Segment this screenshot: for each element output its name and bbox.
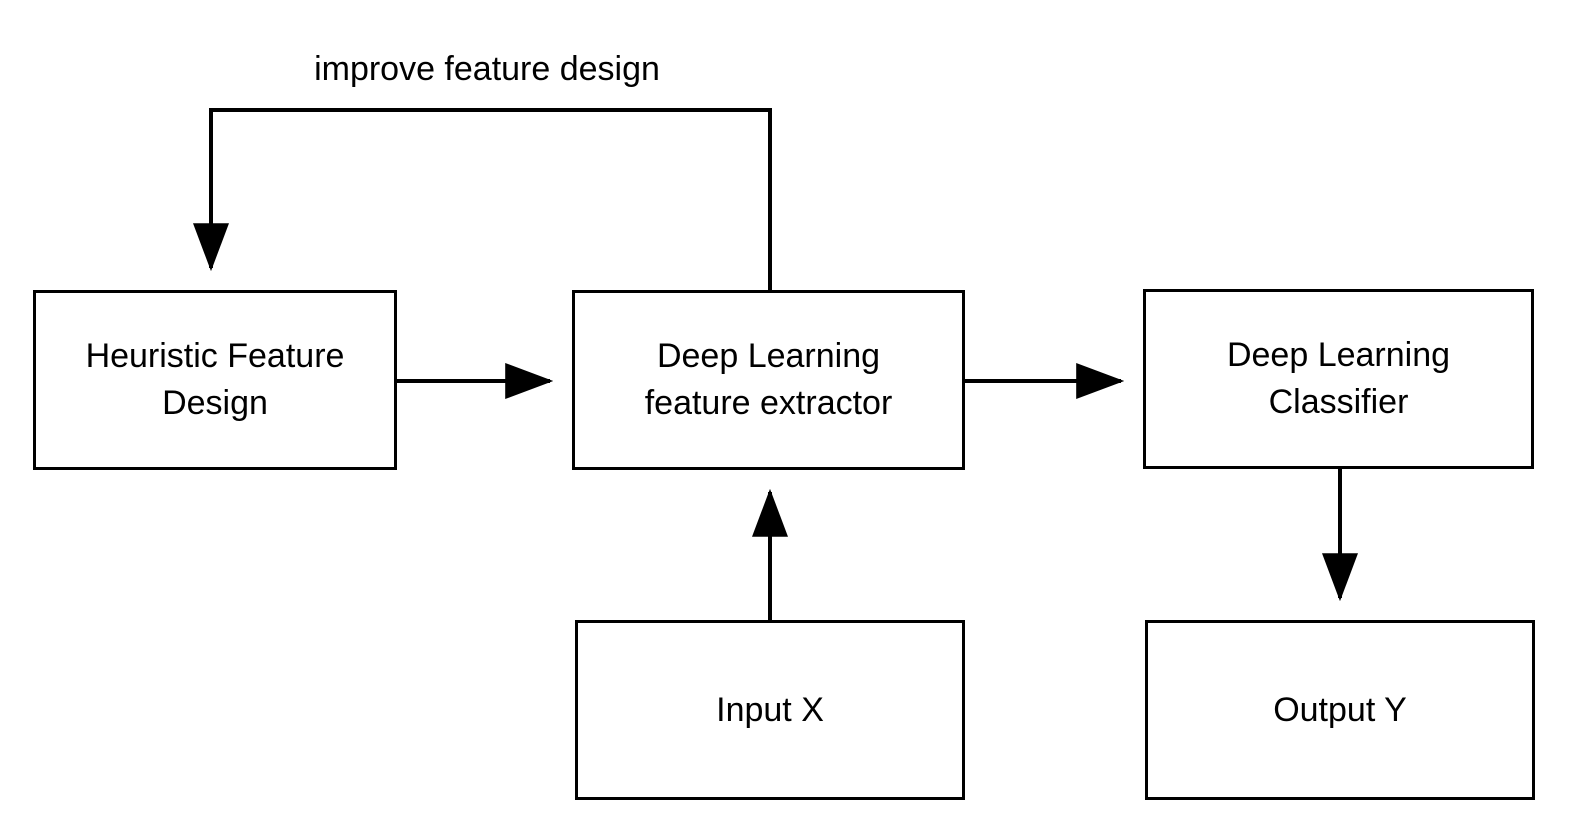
node-label-deep-learning-classifier: Deep Learning Classifier [1226,336,1451,421]
edge-feedback-loop [193,108,772,290]
node-label-heuristic-feature-design: Heuristic Feature Design [85,337,345,422]
edge-label-improve-feature-design: improve feature design [314,50,660,88]
node-label-input-x: Input X [716,690,824,729]
node-label-deep-learning-feature-extractor: Deep Learning feature extractor [644,337,893,422]
node-heuristic-feature-design[interactable]: Heuristic Feature Design [33,290,397,470]
node-label-output-y: Output Y [1273,690,1407,729]
node-input-x[interactable]: Input X [575,620,965,800]
node-deep-learning-classifier[interactable]: Deep Learning Classifier [1143,289,1534,469]
node-output-y[interactable]: Output Y [1145,620,1535,800]
node-deep-learning-feature-extractor[interactable]: Deep Learning feature extractor [572,290,965,470]
